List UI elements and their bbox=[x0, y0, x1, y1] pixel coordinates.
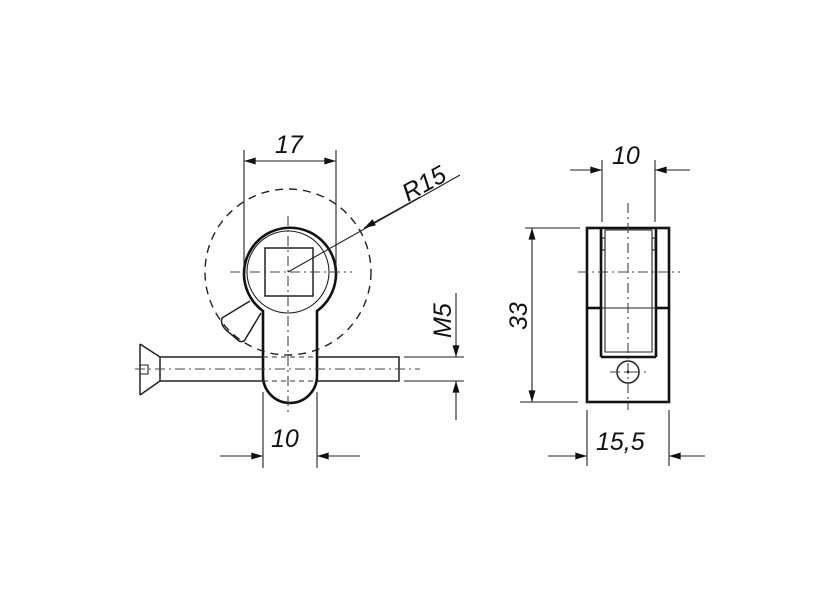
dim-label-17: 17 bbox=[275, 131, 304, 159]
countersunk-screw bbox=[139, 343, 400, 396]
dimension-17: 17 bbox=[243, 131, 337, 268]
dimension-10-side: 10 bbox=[570, 142, 690, 222]
dim-label-r15: R15 bbox=[397, 160, 451, 207]
dim-label-m5: M5 bbox=[429, 303, 457, 338]
dim-label-10-side: 10 bbox=[612, 142, 640, 170]
dimension-10-front: 10 bbox=[220, 392, 360, 468]
dimension-r15: R15 bbox=[287, 160, 461, 273]
dimension-15-5: 15,5 bbox=[548, 410, 705, 466]
cam-body-outline bbox=[242, 226, 338, 405]
front-view: 17 R15 M5 10 bbox=[135, 131, 464, 468]
side-view: 10 33 15,5 bbox=[505, 142, 705, 466]
dimension-33: 33 bbox=[505, 227, 580, 403]
dim-label-33: 33 bbox=[505, 302, 533, 330]
dim-label-15-5: 15,5 bbox=[596, 428, 645, 456]
dimension-m5: M5 bbox=[404, 293, 464, 420]
dim-label-10-front: 10 bbox=[271, 425, 299, 453]
swing-radius-circle bbox=[204, 188, 372, 356]
lever-wing bbox=[220, 300, 262, 343]
